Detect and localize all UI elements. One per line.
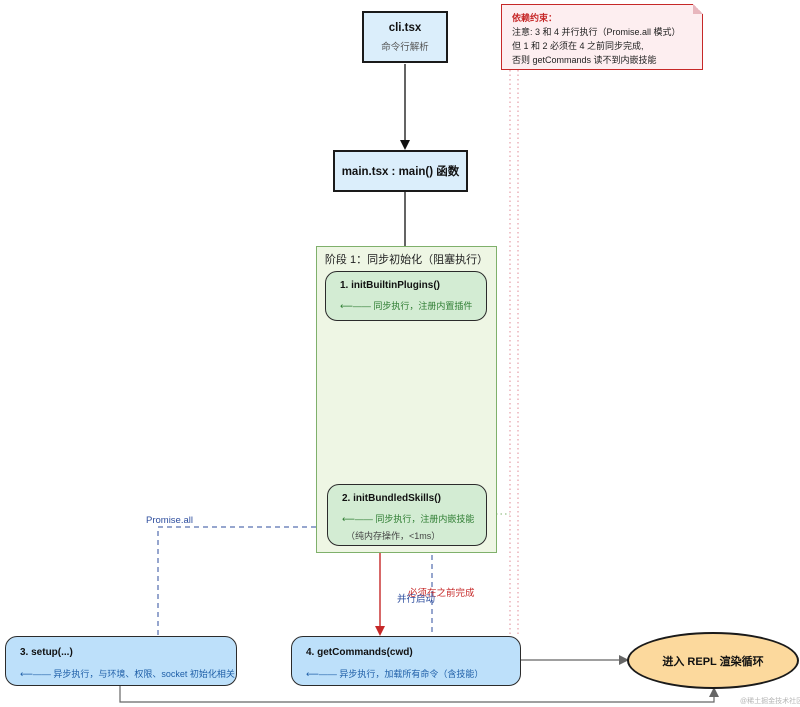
main-title: main.tsx : main() 函数 [341, 166, 460, 178]
phase1-title: 阶段 1：同步初始化（阻塞执行） [324, 254, 489, 266]
cli-node: cli.tsx 命令行解析 [362, 11, 448, 63]
cli-subtitle: 命令行解析 [381, 41, 429, 53]
init-skills-desc: ⟵—— 同步执行，注册内嵌技能 [342, 514, 475, 524]
init-builtin-plugins-node: 1. initBuiltinPlugins() ⟵—— 同步执行，注册内置插件 [325, 271, 487, 321]
init-skills-title: 2. initBundledSkills() [342, 493, 441, 504]
init-plugins-title: 1. initBuiltinPlugins() [340, 280, 440, 291]
cli-title: cli.tsx [388, 21, 422, 34]
edge-promise-setup [157, 526, 316, 636]
edge-setup-repl [119, 686, 719, 703]
dependency-note: 依赖约束： 注意: 3 和 4 并行执行（Promise.all 模式） 但 1… [501, 4, 703, 70]
note-title: 依赖约束： [512, 13, 558, 23]
init-skills-desc2: （纯内存操作，<1ms） [346, 531, 441, 541]
init-bundled-skills-node: 2. initBundledSkills() ⟵—— 同步执行，注册内嵌技能 （… [327, 484, 487, 546]
repl-node: 进入 REPL 渲染循环 [627, 632, 799, 689]
main-node: main.tsx : main() 函数 [333, 150, 468, 192]
watermark: @稀土掘金技术社区 [740, 698, 800, 705]
promise-all-label: Promise.all [146, 515, 193, 526]
note-line-2: 但 1 和 2 必须在 4 之前同步完成, [512, 41, 644, 51]
parallel-start-label: 并行启动 [397, 594, 436, 605]
setup-title: 3. setup(...) [20, 647, 73, 658]
note-line-3: 否则 getCommands 读不到内嵌技能 [512, 55, 657, 65]
repl-title: 进入 REPL 渲染循环 [662, 655, 764, 668]
init-plugins-desc: ⟵—— 同步执行，注册内置插件 [340, 301, 473, 311]
get-commands-desc: ⟵—— 异步执行，加载所有命令（含技能） [306, 669, 484, 679]
setup-node: 3. setup(...) ⟵—— 异步执行，与环境、权限、socket 初始化… [5, 636, 237, 686]
get-commands-title: 4. getCommands(cwd) [306, 647, 413, 658]
note-fold-corner [693, 4, 703, 14]
note-line-1: 注意: 3 和 4 并行执行（Promise.all 模式） [512, 27, 681, 37]
get-commands-node: 4. getCommands(cwd) ⟵—— 异步执行，加载所有命令（含技能） [291, 636, 521, 686]
must-complete-before-label: 必须在之前完成 [408, 588, 475, 599]
setup-desc: ⟵—— 异步执行，与环境、权限、socket 初始化相关 [20, 669, 235, 679]
